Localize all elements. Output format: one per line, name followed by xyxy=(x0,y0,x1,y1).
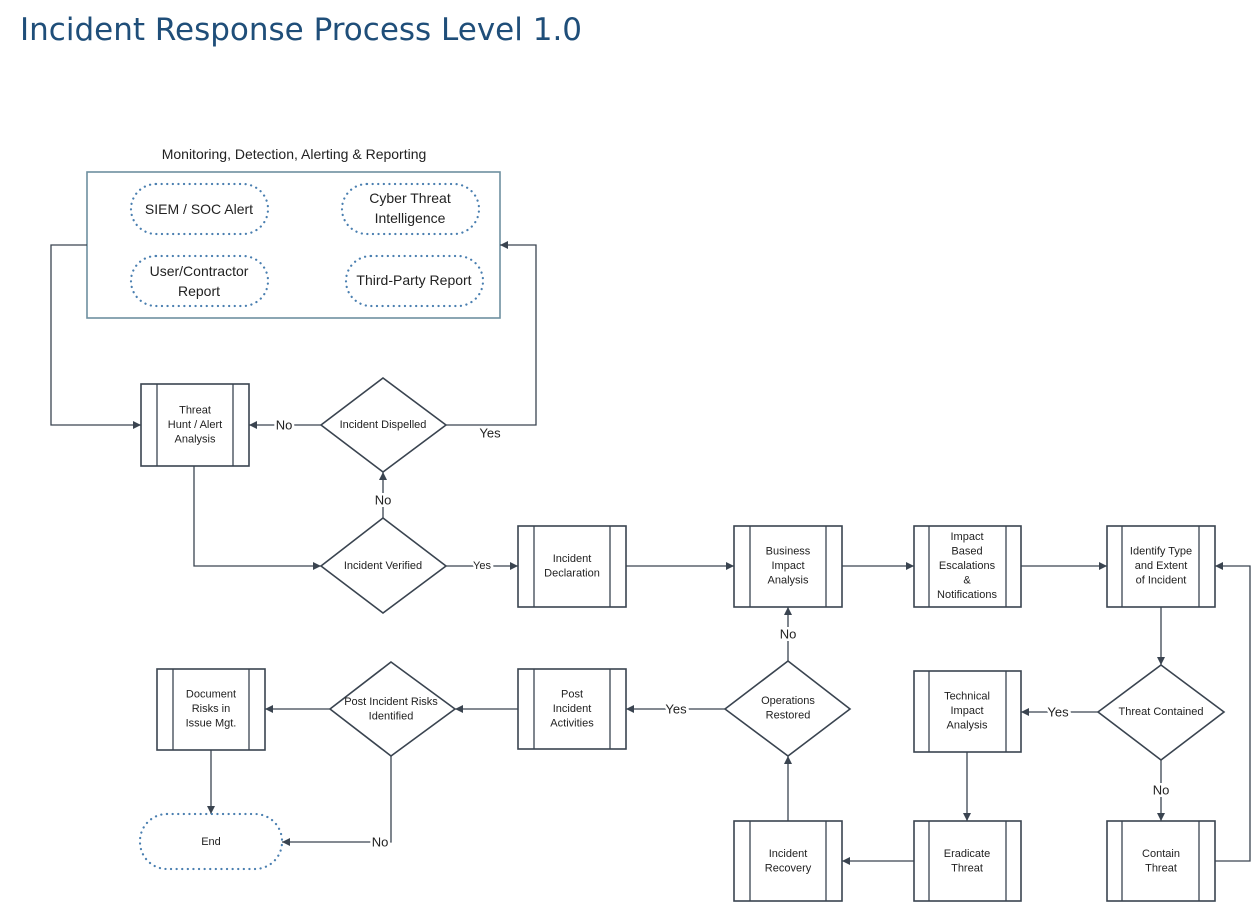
label-line: Business xyxy=(766,546,811,558)
label-line: Post xyxy=(561,689,583,701)
label-line: Based xyxy=(951,546,982,558)
source-siem-soc-alert[interactable] xyxy=(129,182,270,236)
edge-label-contained-no: No xyxy=(1153,783,1170,798)
label-line: Impact xyxy=(950,705,983,717)
page-title: Incident Response Process Level 1.0 xyxy=(20,12,583,48)
label-line: Incident Verified xyxy=(344,560,422,572)
source-user-contractor-report[interactable] xyxy=(129,254,270,308)
label-line: SIEM / SOC Alert xyxy=(145,201,253,217)
edge-label-dispelled-no: No xyxy=(276,418,293,433)
label-line: Threat xyxy=(951,862,983,874)
label-line: & xyxy=(963,575,971,587)
process-identify-type[interactable]: Identify Type and Extent of Incident xyxy=(1106,525,1216,608)
label-line: Impact xyxy=(771,560,804,572)
label-line: Escalations xyxy=(939,560,996,572)
source-siem-soc-alert-label: SIEM / SOC Alert xyxy=(145,201,253,217)
label-line: Technical xyxy=(944,691,990,703)
terminal-end-label: End xyxy=(201,836,221,848)
label-line: Issue Mgt. xyxy=(186,718,237,730)
label-line: Third-Party Report xyxy=(356,272,471,288)
edge-label-verified-no: No xyxy=(375,493,392,508)
label-line: Notifications xyxy=(937,589,997,601)
label-line: Risks in xyxy=(192,703,231,715)
label-line: Incident xyxy=(553,703,592,715)
terminal-end[interactable]: End xyxy=(138,812,284,871)
label-line: Analysis xyxy=(768,575,809,587)
label-line: Report xyxy=(178,283,220,299)
label-line: Incident Dispelled xyxy=(340,419,427,431)
label-line: Incident xyxy=(553,553,592,565)
label-line: Activities xyxy=(550,718,594,730)
label-line: Impact xyxy=(950,531,983,543)
label-line: Post Incident Risks xyxy=(344,696,438,708)
label-line: Threat xyxy=(1145,862,1177,874)
edge-label-dispelled-yes: Yes xyxy=(479,426,501,441)
connectors xyxy=(50,241,1251,865)
edge-label-contained-yes: Yes xyxy=(1047,705,1069,720)
label-line: and Extent xyxy=(1135,560,1188,572)
decision-threat-contained-label: Threat Contained xyxy=(1119,706,1204,718)
label-line: Threat xyxy=(179,405,211,417)
decision-threat-contained[interactable]: Threat Contained xyxy=(1096,664,1226,762)
label-line: Contain xyxy=(1142,848,1180,860)
monitoring-group-title: Monitoring, Detection, Alerting & Report… xyxy=(162,146,427,162)
label-line: Identified xyxy=(369,710,414,722)
label-line: Analysis xyxy=(175,434,216,446)
source-third-party-report[interactable] xyxy=(344,254,485,308)
label-line: Declaration xyxy=(544,567,600,579)
label-line: Identify Type xyxy=(1130,546,1192,558)
edge-label-risks-no: No xyxy=(372,835,389,850)
decision-incident-verified-label: Incident Verified xyxy=(344,560,422,572)
edge-label-verified-yes: Yes xyxy=(473,560,491,572)
label-line: Document xyxy=(186,689,236,701)
decision-incident-dispelled-label: Incident Dispelled xyxy=(340,419,427,431)
label-line: of Incident xyxy=(1136,575,1187,587)
decision-incident-verified[interactable]: Incident Verified xyxy=(319,516,448,615)
process-identify-type-label: Identify Type and Extent of Incident xyxy=(1130,546,1192,587)
label-line: User/Contractor xyxy=(150,263,249,279)
label-line: Analysis xyxy=(947,720,988,732)
label-line: Hunt / Alert xyxy=(168,419,222,431)
label-line: Recovery xyxy=(765,862,812,874)
source-cyber-threat-intelligence[interactable] xyxy=(340,182,481,236)
label-line: Operations xyxy=(761,695,815,707)
decision-incident-dispelled[interactable]: Incident Dispelled xyxy=(319,376,448,474)
edge-label-restored-no: No xyxy=(780,627,797,642)
source-third-party-report-label: Third-Party Report xyxy=(356,272,471,288)
edge-label-restored-yes: Yes xyxy=(665,702,687,717)
label-line: Threat Contained xyxy=(1119,706,1204,718)
label-line: Intelligence xyxy=(375,210,446,226)
label-line: Eradicate xyxy=(944,848,990,860)
label-line: Cyber Threat xyxy=(369,190,451,206)
label-line: Incident xyxy=(769,848,808,860)
label-line: Restored xyxy=(766,709,811,721)
